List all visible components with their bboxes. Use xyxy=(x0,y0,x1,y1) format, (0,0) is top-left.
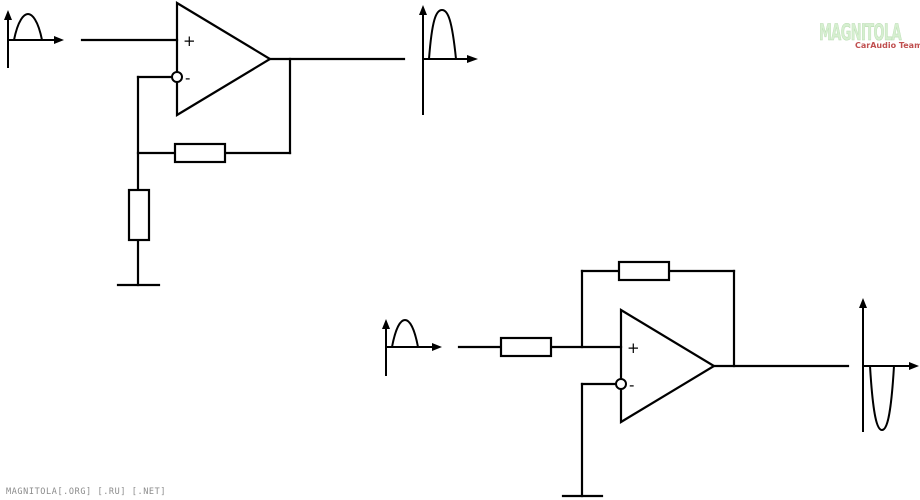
inverting-input-bubble xyxy=(171,71,183,83)
logo-tagline: CarAudio Team xyxy=(855,41,920,50)
input2-plot-x-arrow xyxy=(432,343,442,351)
non-inverting-amplifier: + - xyxy=(4,1,478,287)
output-signal-plot-bottom xyxy=(859,298,919,432)
opamp-minus-label: - xyxy=(185,69,190,87)
input2-plot-y-arrow xyxy=(382,319,390,329)
ground-resistor xyxy=(127,188,151,242)
opamp-plus-label: + xyxy=(183,32,196,50)
output2-half-wave-negative xyxy=(869,365,895,432)
input-plot-x-arrow xyxy=(54,36,64,44)
opamp-triangle xyxy=(175,1,273,117)
opamp2-triangle xyxy=(619,308,717,424)
input-resistor xyxy=(499,336,553,358)
input-signal-plot-top xyxy=(4,10,64,68)
output2-plot-x-arrow xyxy=(909,362,919,370)
footer-watermark: MAGNITOLA[.ORG] [.RU] [.NET] xyxy=(6,487,166,497)
feedback2-resistor xyxy=(617,260,671,282)
opamp2-input-bubble xyxy=(615,378,627,390)
input-plot-y-arrow xyxy=(4,10,12,20)
opamp2-minus-label: - xyxy=(629,376,634,394)
input2-half-wave-positive xyxy=(391,318,419,348)
output-signal-plot-top xyxy=(419,5,478,115)
logo-text: MAGNITOLA xyxy=(819,21,902,46)
output-plot-y-arrow xyxy=(419,5,427,15)
inverting-amplifier: + - xyxy=(382,260,919,498)
input-signal-plot-bottom xyxy=(382,318,442,376)
opamp2-plus-label: + xyxy=(627,339,640,357)
input-half-wave-positive xyxy=(13,12,43,41)
output2-plot-y-arrow xyxy=(859,298,867,308)
feedback-resistor xyxy=(173,142,227,164)
magnitola-logo: MAGNITOLA CarAudio Team xyxy=(819,21,920,50)
output-half-wave-positive xyxy=(428,8,457,60)
output-plot-x-arrow xyxy=(467,55,478,63)
